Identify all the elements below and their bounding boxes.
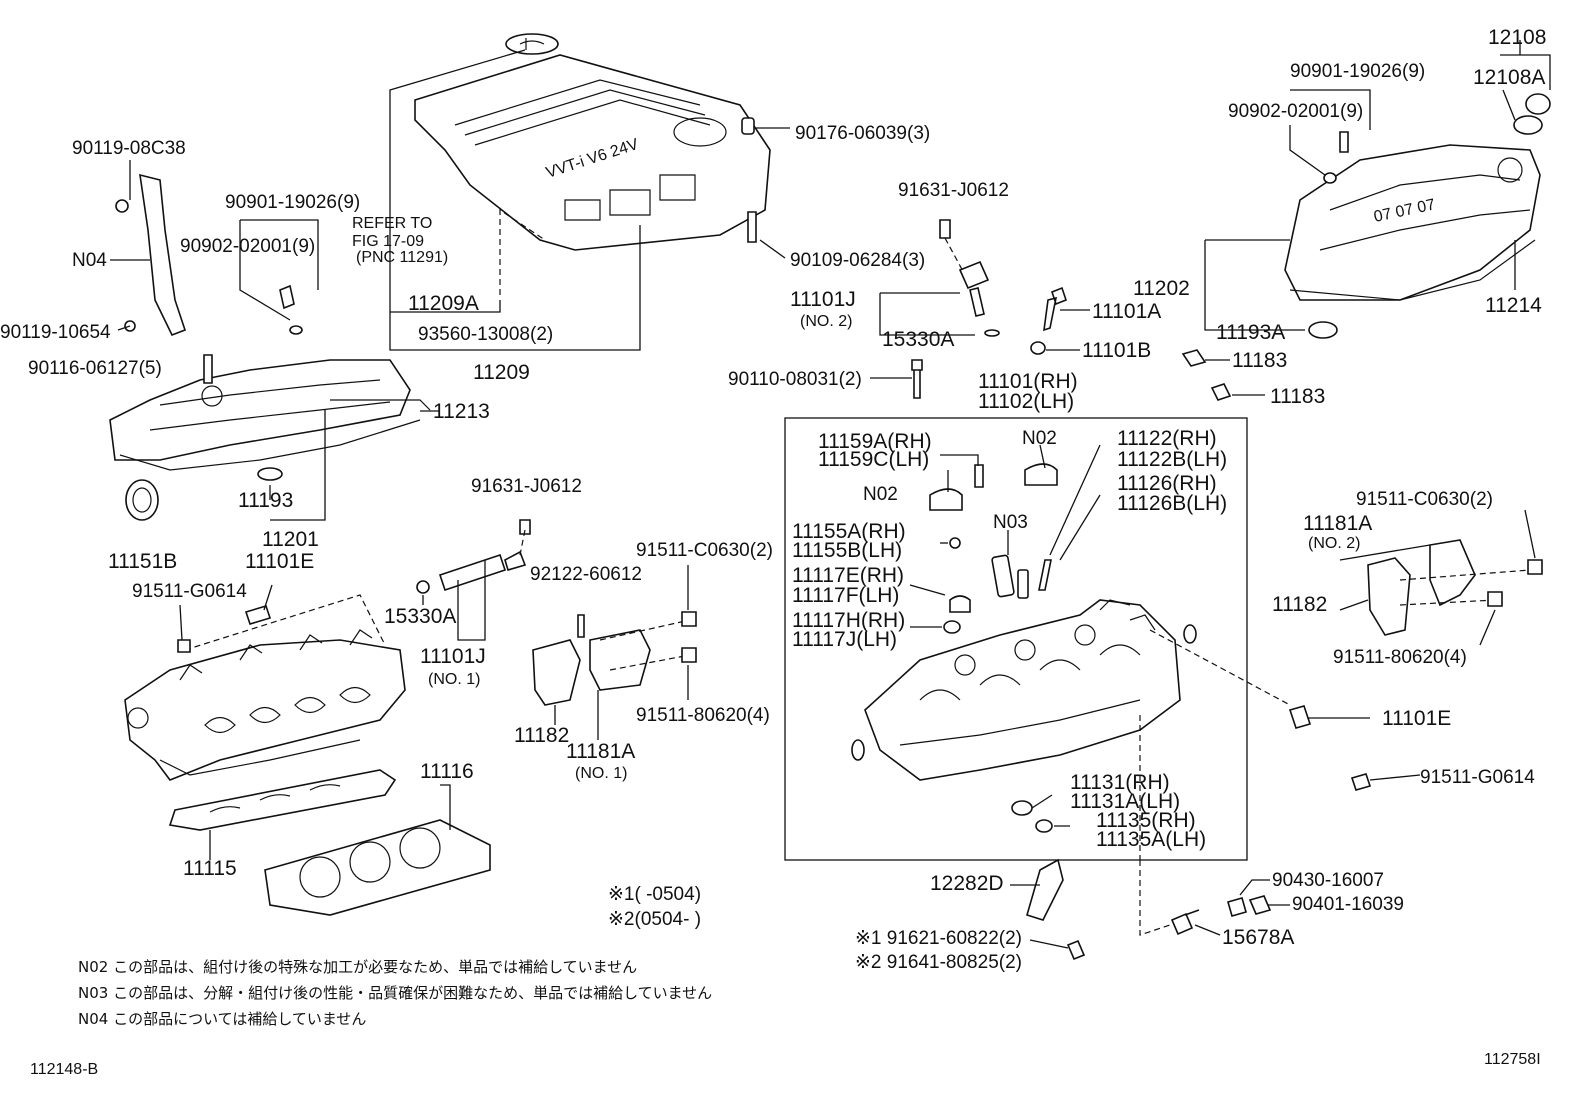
label-91511-8-rh: 91511-80620(4) <box>1333 647 1467 668</box>
label-no1-a: (NO. 1) <box>428 671 480 688</box>
label-n03: N03 <box>993 512 1028 533</box>
label-11115: 11115 <box>183 857 237 880</box>
label-11213: 11213 <box>433 400 490 423</box>
label-11159A: 11159A(RH) <box>818 430 932 453</box>
label-15678A: 15678A <box>1222 926 1294 949</box>
lh-valve-cover <box>109 359 431 471</box>
label-foot2: ※2(0504- ) <box>608 909 701 930</box>
rh-cylinder-head <box>864 599 1181 781</box>
label-11101rh: 11101(RH) <box>978 370 1078 393</box>
label-90119-08C38: 90119-08C38 <box>72 138 186 159</box>
label-93560: 93560-13008(2) <box>418 324 553 345</box>
label-11117F: 11117F(LH) <box>792 584 899 607</box>
label-11201: 11201 <box>262 528 319 551</box>
label-11181A-lh: 11181A <box>566 740 635 763</box>
label-11131: 11131(RH) <box>1070 771 1170 794</box>
label-91511-C-rh: 91511-C0630(2) <box>1356 489 1493 510</box>
label-no2-rh: (NO. 2) <box>1308 535 1360 552</box>
label-n04: N04 <box>72 250 107 271</box>
label-11101J-lh: 11101J <box>420 645 486 668</box>
label-12282D: 12282D <box>930 872 1004 895</box>
label-90116: 90116-06127(5) <box>28 358 162 379</box>
label-11182-rh: 11182 <box>1272 593 1327 616</box>
label-12108: 12108 <box>1488 26 1546 49</box>
label-90401: 90401-16039 <box>1292 894 1404 915</box>
label-no1-b: (NO. 1) <box>575 765 627 782</box>
label-n02-a: N02 <box>1022 428 1057 449</box>
label-foot1: ※1( -0504) <box>608 884 701 905</box>
label-91621: ※1 91621-60822(2) <box>855 928 1022 949</box>
refer-line-3: (PNC 11291) <box>356 249 448 266</box>
label-11193: 11193 <box>238 489 293 512</box>
lh-cylinder-head <box>124 629 406 781</box>
label-11102lh: 11102(LH) <box>978 390 1074 413</box>
label-91511-G-lh: 91511-G0614 <box>132 581 247 602</box>
diagram-code-left: 112148-B <box>30 1061 98 1078</box>
label-90901-rh: 90901-19026(9) <box>1290 61 1425 82</box>
label-90176: 90176-06039(3) <box>795 123 930 144</box>
label-90109: 90109-06284(3) <box>790 250 925 271</box>
engine-cover: VVT-i V6 24V <box>414 33 771 251</box>
label-11181A-rh: 11181A <box>1303 512 1372 535</box>
label-90430: 90430-16007 <box>1272 870 1384 891</box>
label-11117J: 11117J(LH) <box>792 628 897 651</box>
label-11159C: 11159C(LH) <box>818 448 929 471</box>
label-90901-lh: 90901-19026(9) <box>225 192 360 213</box>
label-11183-b: 11183 <box>1270 385 1325 408</box>
label-11193A: 11193A <box>1216 321 1285 344</box>
refer-line-2: FIG 17-09 <box>352 233 424 250</box>
label-91511-C-lh: 91511-C0630(2) <box>636 540 773 561</box>
label-15330A-lh: 15330A <box>384 605 456 628</box>
label-90902-lh: 90902-02001(9) <box>180 236 315 257</box>
label-11101B: 11101B <box>1082 339 1151 362</box>
label-11122B: 11122B(LH) <box>1117 448 1227 471</box>
label-92122: 92122-60612 <box>530 564 642 585</box>
label-11135A: 11135A(LH) <box>1096 828 1206 851</box>
rh-head-frame <box>784 417 1248 861</box>
label-15330A-top: 15330A <box>882 328 954 351</box>
label-11101E-lh: 11101E <box>245 550 314 573</box>
label-11202: 11202 <box>1133 277 1190 300</box>
label-11209A: 11209A <box>408 292 479 315</box>
note-n03: N03 この部品は、分解・組付け後の性能・品質確保が困難なため、単品では補給して… <box>78 984 712 1002</box>
label-11101E-rh: 11101E <box>1382 707 1451 730</box>
label-11209: 11209 <box>473 361 530 384</box>
label-11122: 11122(RH) <box>1117 427 1217 450</box>
label-91641: ※2 91641-80825(2) <box>855 952 1022 973</box>
label-11101J-top: 11101J <box>790 288 856 311</box>
label-11116: 11116 <box>420 760 474 783</box>
label-11214: 11214 <box>1485 294 1542 317</box>
label-11131A: 11131A(LH) <box>1070 790 1180 813</box>
label-91511-G-rh: 91511-G0614 <box>1420 767 1535 788</box>
label-11135: 11135(RH) <box>1096 809 1196 832</box>
label-11101A: 11101A <box>1092 300 1161 323</box>
label-91631-mid: 91631-J0612 <box>471 476 582 497</box>
label-91511-8-lh: 91511-80620(4) <box>636 705 770 726</box>
label-90119-10654: 90119-10654 <box>0 322 111 343</box>
label-11117H: 11117H(RH) <box>792 609 905 632</box>
diagram-code-right: 112758I <box>1484 1051 1541 1068</box>
label-90110: 90110-08031(2) <box>728 369 862 390</box>
label-11126: 11126(RH) <box>1117 472 1217 495</box>
note-n02: N02 この部品は、組付け後の特殊な加工が必要なため、単品では補給していません <box>78 958 637 976</box>
label-no2-top: (NO. 2) <box>800 313 852 330</box>
label-12108A: 12108A <box>1473 66 1545 89</box>
label-11183-a: 11183 <box>1232 349 1287 372</box>
label-91631-top: 91631-J0612 <box>898 180 1009 201</box>
label-11126B: 11126B(LH) <box>1117 492 1227 515</box>
label-90902-rh: 90902-02001(9) <box>1228 101 1363 122</box>
rh-valve-cover: 07 07 07 <box>1284 144 1541 301</box>
label-n02-b: N02 <box>863 484 898 505</box>
refer-line-1: REFER TO <box>352 215 432 232</box>
label-11117E: 11117E(RH) <box>792 564 904 587</box>
note-n04: N04 この部品については補給していません <box>78 1010 366 1028</box>
label-11182-lh: 11182 <box>514 724 569 747</box>
label-11155A: 11155A(RH) <box>792 520 906 543</box>
label-11155B: 11155B(LH) <box>792 539 902 562</box>
label-11151B: 11151B <box>108 550 177 573</box>
